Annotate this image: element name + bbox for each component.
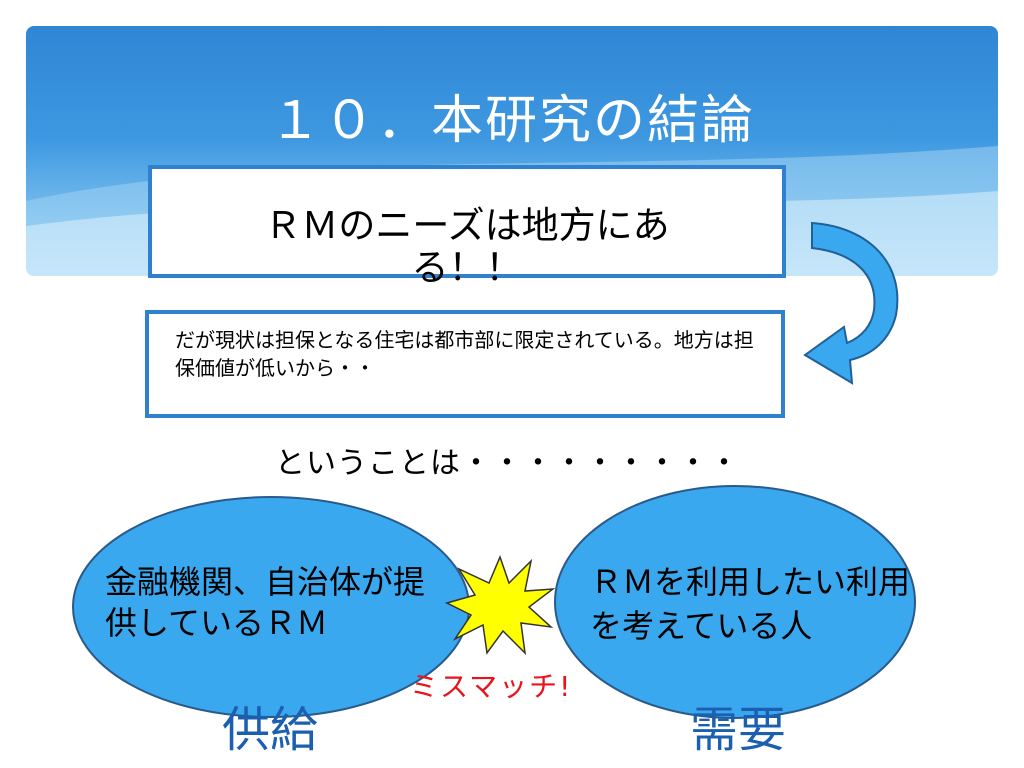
main-statement-box: ＲＭのニーズは地方にある！！	[148, 165, 786, 289]
mismatch-label: ミスマッチ!	[410, 670, 573, 703]
main-statement-text: ＲＭのニーズは地方にある！！	[264, 204, 670, 289]
demand-label: 需要	[690, 702, 787, 758]
transition-text: ということは・・・・・・・・・	[275, 446, 740, 481]
slide-title: １０．本研究の結論	[268, 91, 755, 151]
supply-label: 供給	[222, 702, 319, 758]
explosion-star-icon	[445, 555, 555, 655]
reason-text: だが現状は担保となる住宅は都市部に限定されている。地方は担保価値が低いから・・	[175, 328, 754, 380]
supply-bubble-text: 金融機関、自治体が提供しているＲＭ	[105, 563, 426, 642]
reason-box: だが現状は担保となる住宅は都市部に限定されている。地方は担保価値が低いから・・	[145, 310, 785, 418]
demand-bubble-text: ＲＭを利用したい利用を考えている人	[590, 563, 911, 645]
curved-arrow-icon	[803, 221, 899, 385]
demand-bubble	[554, 485, 916, 719]
